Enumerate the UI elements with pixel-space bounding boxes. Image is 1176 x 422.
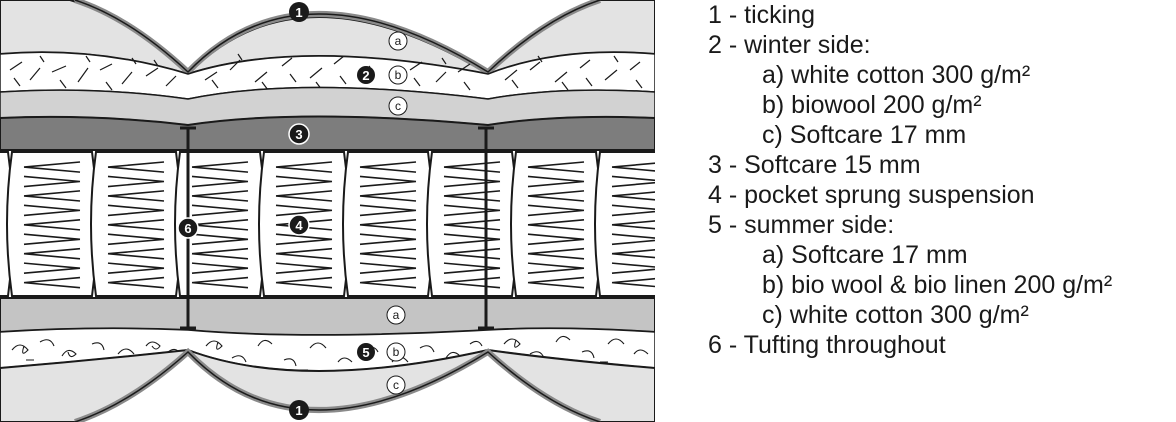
legend-item: b) biowool 200 g/m²	[762, 91, 982, 119]
marker-5-summer-side: 5	[357, 343, 375, 361]
legend-item: 5 - summer side:	[708, 211, 895, 239]
softcare-15mm-layer	[0, 115, 655, 151]
spring-pocket	[510, 151, 602, 297]
spring-pocket	[426, 151, 518, 297]
sublabel-top-c: c	[388, 96, 408, 116]
legend-item: a) white cotton 300 g/m²	[762, 61, 1031, 89]
svg-text:a: a	[395, 34, 402, 48]
svg-text:4: 4	[295, 218, 303, 233]
spring-coil	[23, 161, 81, 289]
legend-item: 3 - Softcare 15 mm	[708, 151, 921, 179]
svg-text:5: 5	[362, 345, 369, 360]
tufting-caps	[180, 126, 494, 330]
svg-text:c: c	[393, 378, 399, 392]
spring-coil	[191, 161, 249, 289]
spring-coil	[359, 161, 417, 289]
svg-text:a: a	[393, 308, 400, 322]
marker-2-winter-side: 2	[357, 66, 375, 84]
svg-text:1: 1	[295, 403, 302, 418]
sublabel-bottom-b: b	[386, 342, 406, 362]
spring-coil	[611, 162, 655, 288]
spring-pocket	[342, 151, 434, 297]
marker-3-softcare: 3	[288, 123, 310, 145]
legend-item: 1 - ticking	[708, 1, 815, 29]
svg-text:c: c	[395, 99, 401, 113]
legend-item: a) Softcare 17 mm	[762, 241, 968, 269]
legend-item: 6 - Tufting throughout	[708, 331, 946, 359]
svg-text:3: 3	[295, 127, 302, 142]
top-layer-b-hatching	[9, 53, 643, 91]
marker-4-suspension: 4	[288, 214, 310, 236]
marker-6-tufting: 6	[177, 217, 199, 239]
spring-pocket	[90, 151, 182, 297]
svg-text:b: b	[395, 68, 402, 82]
spring-coil	[527, 161, 585, 289]
marker-1-ticking-bottom: 1	[289, 400, 309, 420]
svg-text:1: 1	[295, 5, 302, 20]
sublabel-top-a: a	[388, 31, 408, 51]
pocket-springs	[0, 151, 655, 297]
legend-item: b) bio wool & bio linen 200 g/m²	[762, 271, 1113, 299]
marker-1-ticking-top: 1	[289, 2, 309, 22]
legend-item: c) Softcare 17 mm	[762, 121, 967, 149]
legend-item: 2 - winter side:	[708, 31, 871, 59]
mattress-cross-section-diagram: 1 2 3 4 6 5 1 a	[0, 0, 655, 422]
legend-item: 4 - pocket sprung suspension	[708, 181, 1035, 209]
spring-coil	[107, 161, 165, 289]
svg-text:b: b	[393, 345, 400, 359]
legend-item: c) white cotton 300 g/m²	[762, 301, 1029, 329]
spring-pocket	[6, 151, 98, 297]
sublabel-bottom-c: c	[386, 375, 406, 395]
svg-text:6: 6	[184, 221, 191, 236]
spring-coil	[443, 161, 501, 289]
sublabel-top-b: b	[388, 65, 408, 85]
svg-text:2: 2	[362, 68, 369, 83]
sublabel-bottom-a: a	[386, 305, 406, 325]
